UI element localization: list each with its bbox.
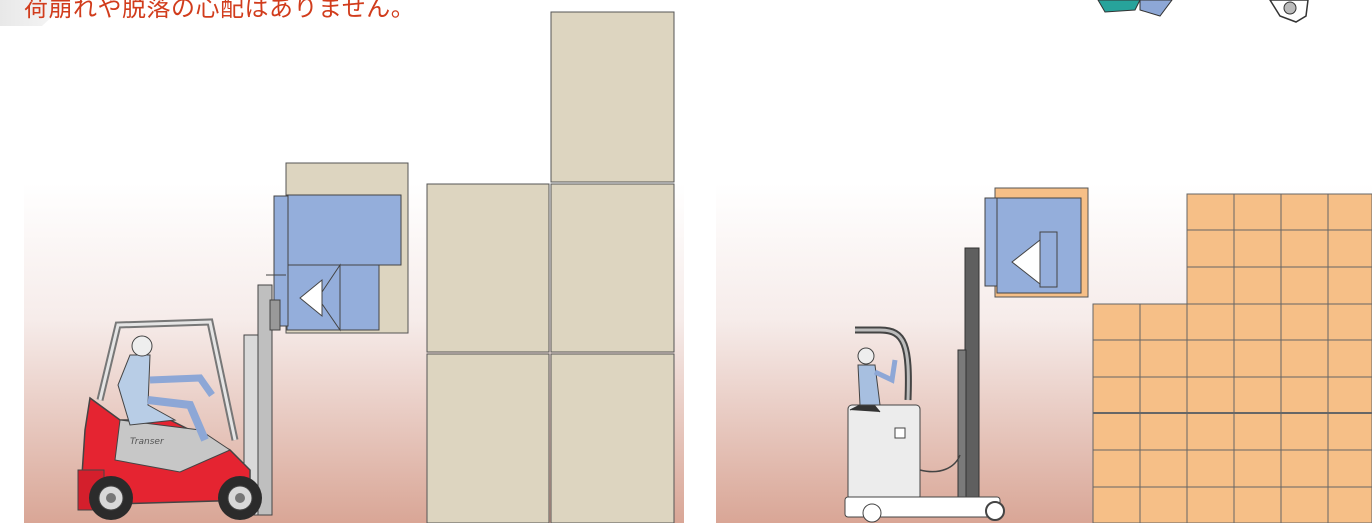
lifted-orange-load [985, 188, 1088, 297]
carton-mid-right [551, 184, 674, 352]
carton-bottom-left [427, 354, 549, 523]
lifted-cardboard-load [266, 163, 408, 333]
top-right-machine-fragment [1098, 0, 1308, 22]
carton-top [551, 12, 674, 182]
carton-bottom-right [551, 354, 674, 523]
orange-box-wall [1093, 194, 1372, 523]
forklift-brand-label: Transer [130, 437, 165, 447]
red-forklift: Transer [78, 285, 280, 520]
carton-mid-left [427, 184, 549, 352]
cardboard-stack [427, 12, 674, 523]
reach-forklift [845, 248, 1004, 522]
